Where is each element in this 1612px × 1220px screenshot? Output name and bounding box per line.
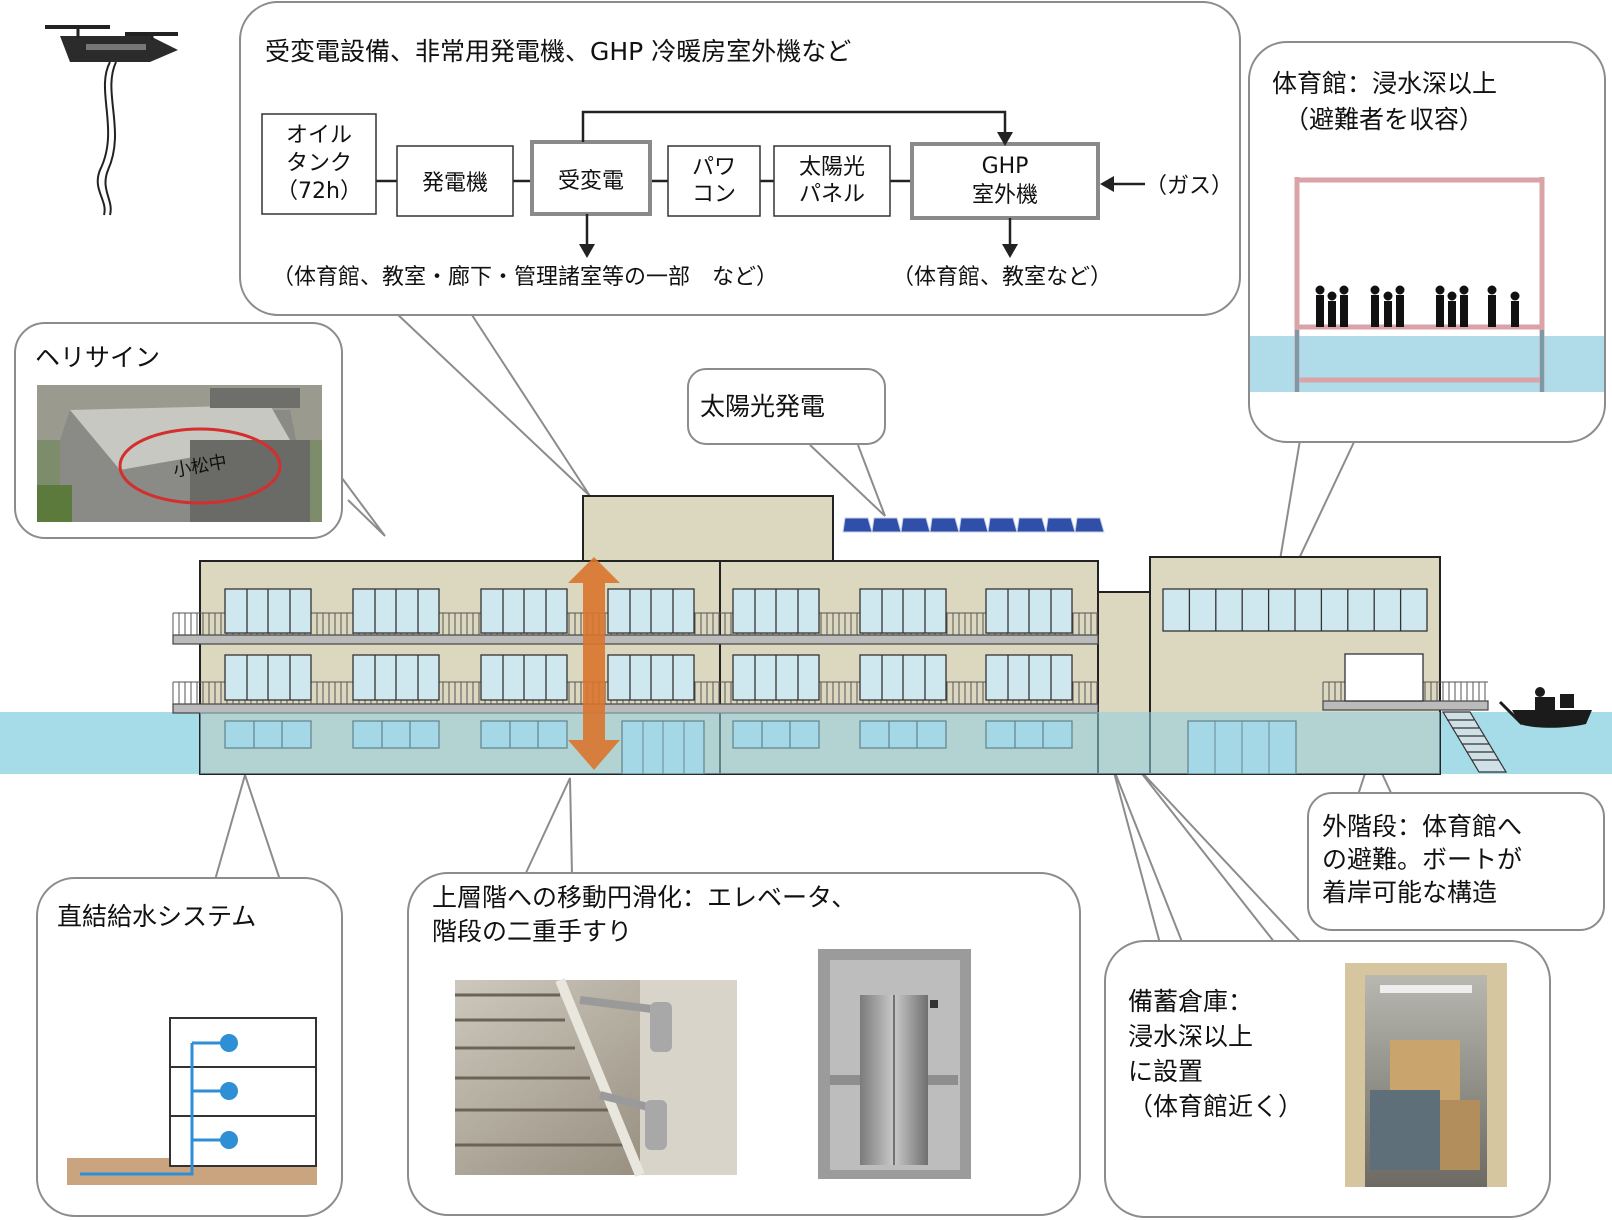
heli-sign-photo: 小松中 bbox=[37, 385, 322, 522]
helicopter-icon bbox=[45, 25, 178, 216]
svg-text:タンク: タンク bbox=[286, 151, 352, 176]
svg-text:コン: コン bbox=[692, 182, 736, 207]
gym-section-frame bbox=[1294, 177, 1545, 392]
svg-text:太陽光: 太陽光 bbox=[799, 155, 865, 180]
svg-text:（ガス）: （ガス） bbox=[1145, 174, 1233, 199]
svg-text:上層階への移動円滑化：エレベータ、: 上層階への移動円滑化：エレベータ、 bbox=[432, 883, 856, 912]
elevator-photo bbox=[818, 949, 971, 1179]
svg-text:室外機: 室外機 bbox=[972, 183, 1038, 208]
water-system-callout: 直結給水システム bbox=[36, 877, 343, 1217]
storage-callout: 備蓄倉庫： 浸水深以上 に設置 （体育館近く） bbox=[1104, 940, 1551, 1218]
outer-stairs-shape bbox=[1441, 711, 1508, 773]
power-equipment-callout: 受変電設備、非常用発電機、GHP 冷暖房室外機など オイル タンク （72h） … bbox=[239, 1, 1241, 316]
water-pipe-diagram bbox=[67, 1017, 317, 1185]
solar-power-callout: 太陽光発電 bbox=[687, 368, 886, 445]
svg-text:備蓄倉庫：: 備蓄倉庫： bbox=[1128, 987, 1253, 1016]
svg-text:太陽光発電: 太陽光発電 bbox=[700, 392, 825, 421]
storage-room-photo bbox=[1345, 963, 1507, 1187]
svg-text:（避難者を収容）: （避難者を収容） bbox=[1284, 105, 1484, 134]
svg-text:オイル: オイル bbox=[286, 123, 352, 148]
heli-sign-callout: ヘリサイン 小松中 bbox=[14, 322, 343, 539]
double-handrail-photo bbox=[455, 978, 737, 1177]
svg-text:階段の二重手すり: 階段の二重手すり bbox=[432, 917, 632, 946]
svg-text:発電機: 発電機 bbox=[422, 171, 488, 196]
power-box-title: 受変電設備、非常用発電機、GHP 冷暖房室外機など bbox=[265, 37, 851, 66]
svg-text:浸水深以上: 浸水深以上 bbox=[1128, 1022, 1253, 1051]
svg-text:直結給水システム: 直結給水システム bbox=[57, 902, 256, 931]
ghp-unit-box bbox=[910, 142, 1100, 220]
svg-text:外階段：体育館へ: 外階段：体育館へ bbox=[1322, 812, 1522, 841]
boat-icon bbox=[1498, 687, 1592, 728]
solar-panel-box bbox=[773, 145, 891, 217]
vertical-movement-arrow bbox=[568, 557, 620, 770]
svg-text:パワ: パワ bbox=[692, 155, 736, 180]
power-conditioner-box bbox=[667, 145, 761, 217]
evacuee-silhouettes bbox=[1315, 285, 1520, 327]
gym-callout: 体育館：浸水深以上 （避難者を収容） bbox=[1248, 41, 1606, 443]
callout-pointers bbox=[214, 311, 1393, 963]
svg-text:に設置: に設置 bbox=[1128, 1057, 1203, 1086]
upper-floor-callout: 上層階への移動円滑化：エレベータ、 階段の二重手すり bbox=[407, 872, 1081, 1216]
svg-text:（体育館、教室など）: （体育館、教室など） bbox=[892, 265, 1112, 290]
svg-text:（体育館、教室・廊下・管理諸室等の一部 など）: （体育館、教室・廊下・管理諸室等の一部 など） bbox=[272, 265, 778, 290]
svg-text:受変電: 受変電 bbox=[558, 169, 624, 194]
oil-tank-box bbox=[261, 113, 377, 215]
svg-text:（体育館近く）: （体育館近く） bbox=[1128, 1092, 1303, 1121]
svg-text:着岸可能な構造: 着岸可能な構造 bbox=[1322, 878, 1497, 907]
outer-stairs-callout: 外階段：体育館へ の避難。ボートが 着岸可能な構造 bbox=[1307, 792, 1605, 931]
svg-text:GHP: GHP bbox=[982, 154, 1029, 179]
svg-text:ヘリサイン: ヘリサイン bbox=[35, 343, 160, 372]
svg-text:（72h）: （72h） bbox=[276, 179, 362, 204]
svg-text:の避難。ボートが: の避難。ボートが bbox=[1322, 845, 1522, 874]
generator-box bbox=[396, 145, 514, 217]
svg-text:体育館：浸水深以上: 体育館：浸水深以上 bbox=[1272, 69, 1497, 98]
substation-box bbox=[530, 140, 652, 216]
svg-text:パネル: パネル bbox=[799, 182, 865, 207]
solar-panel-array bbox=[842, 517, 1105, 533]
